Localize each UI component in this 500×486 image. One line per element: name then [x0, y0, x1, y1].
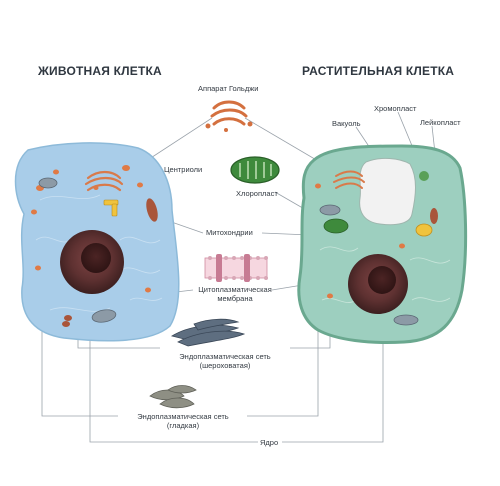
plant-cell — [297, 144, 468, 344]
label-centrioles: Центриоли — [164, 165, 203, 174]
animal-golgi — [84, 170, 124, 192]
label-er-rough-line1: Эндоплазматическая сеть — [179, 352, 271, 361]
golgi-illustration — [205, 100, 253, 132]
animal-nucleolus — [81, 243, 111, 273]
plant-cell-wall — [297, 144, 468, 344]
animal-mitochondria — [38, 177, 158, 327]
label-chloroplast: Хлоропласт — [236, 189, 278, 198]
chloroplast-illustration — [230, 156, 280, 184]
label-chromoplast: Хромопласт — [374, 104, 417, 113]
label-mitochondria: Митохондрии — [206, 228, 253, 237]
label-er-smooth-line2: (гладкая) — [166, 421, 200, 430]
animal-cell-title: ЖИВОТНАЯ КЛЕТКА — [38, 64, 162, 78]
line-nucleus-plant — [282, 300, 384, 443]
label-er-rough-line2: (шероховатая) — [199, 361, 251, 370]
animal-cell — [14, 142, 180, 342]
plant-er-lines — [319, 246, 451, 303]
label-nucleus: Ядро — [260, 438, 279, 447]
er-rough-illustration — [170, 318, 246, 347]
membrane-illustration — [204, 254, 268, 282]
label-vacuole: Вакуоль — [332, 119, 361, 128]
label-membrane-line2: мембрана — [217, 294, 253, 303]
plant-golgi — [333, 170, 365, 189]
plant-chloroplasts — [315, 171, 438, 326]
line-er-smooth-plant — [247, 330, 319, 417]
label-er-smooth: Эндоплазматическая сеть (гладкая) — [118, 412, 248, 430]
animal-centrioles — [103, 199, 119, 217]
plant-nucleolus — [368, 266, 396, 294]
label-membrane: Цитоплазматическая мембрана — [195, 285, 275, 303]
plant-vacuole — [359, 157, 416, 226]
label-er-rough: Эндоплазматическая сеть (шероховатая) — [160, 352, 290, 370]
label-er-smooth-line1: Эндоплазматическая сеть — [137, 412, 229, 421]
plant-cell-title: РАСТИТЕЛЬНАЯ КЛЕТКА — [302, 64, 455, 78]
label-membrane-line1: Цитоплазматическая — [198, 285, 272, 294]
label-leucoplast: Лейкопласт — [420, 118, 461, 127]
er-smooth-illustration — [149, 385, 197, 409]
label-golgi: Аппарат Гольджи — [198, 84, 259, 93]
line-er-smooth-animal — [41, 320, 118, 417]
